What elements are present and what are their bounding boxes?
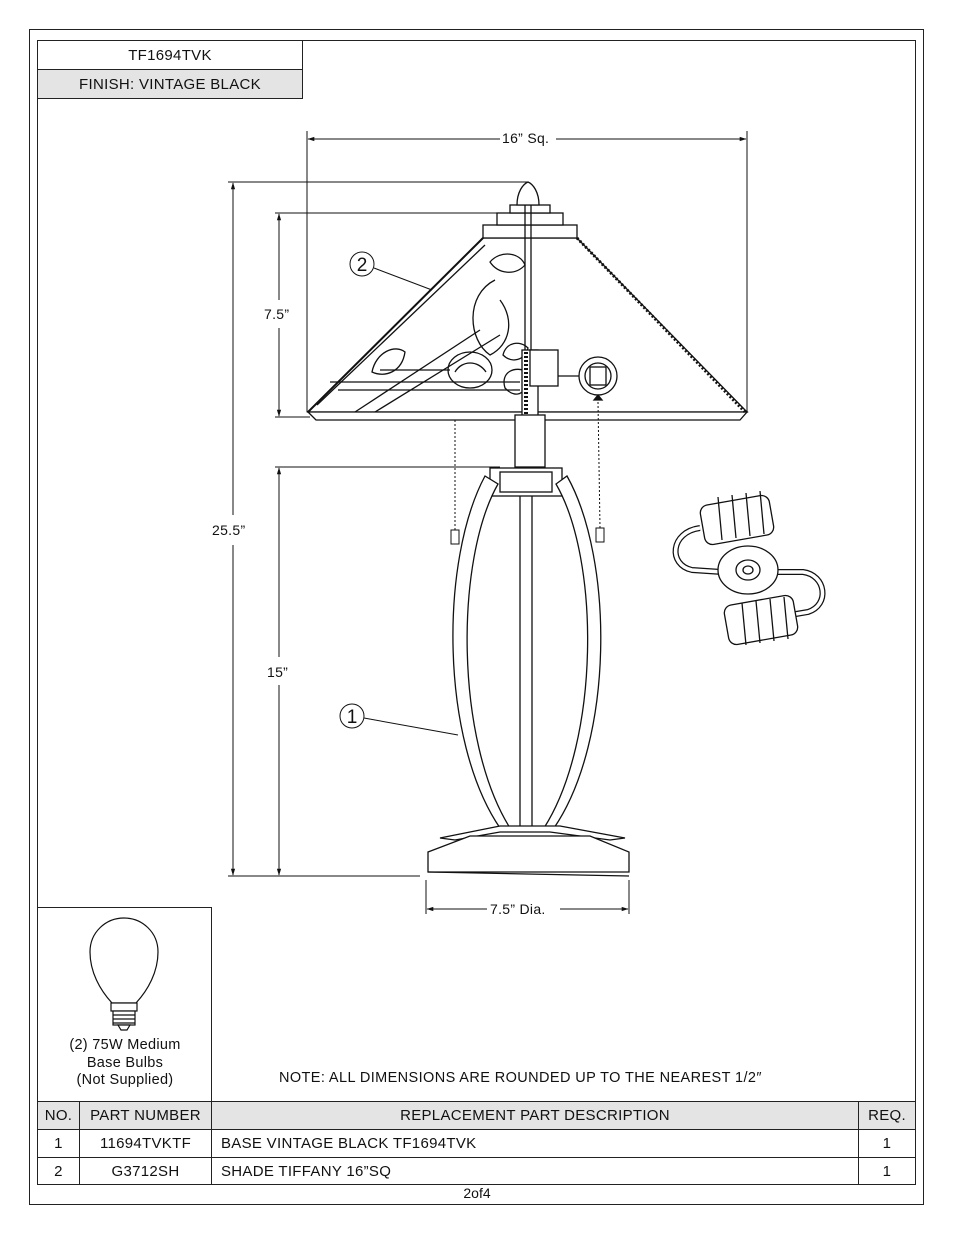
cell-text: 1 [882,1162,892,1180]
lamp-shade [306,181,749,421]
light-bulb-icon [89,917,159,1031]
table-row-2-desc: SHADE TIFFANY 16”SQ [211,1157,859,1185]
model-number: TF1694TVK [128,46,212,64]
header-part-number-text: PART NUMBER [90,1107,201,1124]
socket-cluster-detail [672,490,826,646]
page-number: 2of4 [463,1185,491,1201]
bulb-line-3: (Not Supplied) [76,1072,174,1088]
header-description: REPLACEMENT PART DESCRIPTION [211,1101,859,1130]
header-req: REQ. [858,1101,916,1130]
bulb-requirement: (2) 75W Medium Base Bulbs (Not Supplied) [38,1037,212,1090]
table-row-1-no: 1 [37,1129,80,1158]
bulb-line-1: (2) 75W Medium [69,1037,181,1053]
cell-text: 1 [882,1135,892,1152]
header-no-text: NO. [44,1107,73,1124]
table-row-2-no: 2 [37,1157,80,1185]
table-row-1-part: 11694TVKTF [79,1129,212,1158]
label-shade-height: 7.5” [262,306,292,322]
header-no: NO. [37,1101,80,1130]
table-row-1-req: 1 [858,1129,916,1158]
dimension-overall-height [228,181,528,877]
dimension-base-height [275,466,500,876]
cell-text: 11694TVKTF [99,1135,192,1152]
finish-label: FINISH: VINTAGE BLACK [79,75,261,93]
label-shade-width: 16” Sq. [500,130,552,146]
cell-text: SHADE TIFFANY 16”SQ [221,1162,392,1180]
dimension-note: NOTE: ALL DIMENSIONS ARE ROUNDED UP TO T… [279,1070,762,1086]
table-row-1-desc: BASE VINTAGE BLACK TF1694TVK [211,1129,859,1158]
finish-box: FINISH: VINTAGE BLACK [37,69,303,99]
callout-number-1: 1 [347,707,358,728]
cell-text: 2 [54,1162,63,1180]
cell-text: BASE VINTAGE BLACK TF1694TVK [221,1135,477,1152]
table-row-2-part: G3712SH [79,1157,212,1185]
callout-number-2: 2 [357,255,368,276]
header-description-text: REPLACEMENT PART DESCRIPTION [400,1107,670,1124]
label-overall-height: 25.5” [210,522,248,538]
lamp-base [427,467,630,877]
table-row-2-req: 1 [858,1157,916,1185]
dimension-shade-height [275,212,497,418]
callout-base [339,703,459,736]
dimension-base-diameter [425,880,630,914]
cell-text: G3712SH [111,1162,180,1180]
header-part-number: PART NUMBER [79,1101,212,1130]
label-base-height: 15” [265,664,291,680]
header-req-text: REQ. [868,1107,906,1124]
page-border-outer [29,29,924,1205]
callout-shade [349,251,433,291]
bulb-line-2: Base Bulbs [86,1054,164,1071]
label-base-diameter: 7.5” Dia. [488,901,548,917]
lamp-stem [514,205,618,469]
cell-text: 1 [54,1135,63,1152]
pull-chains [450,401,605,545]
dimension-shade-width [306,131,748,412]
